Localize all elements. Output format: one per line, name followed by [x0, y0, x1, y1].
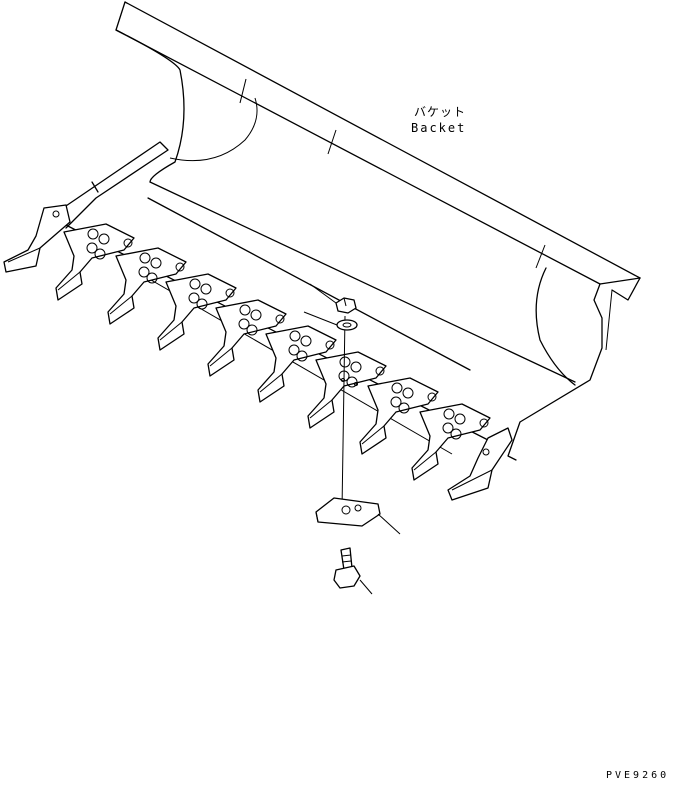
bucket-label-jp: バケット — [414, 105, 467, 119]
bucket-label-en: Backet — [411, 121, 467, 135]
drawing-reference-code: PVE9260 — [606, 770, 670, 781]
tooth-2 — [107, 247, 187, 325]
tooth-1 — [55, 223, 135, 301]
plate-part — [315, 497, 401, 535]
washer-part — [303, 311, 358, 331]
tooth-7 — [359, 377, 439, 455]
right-end-bit — [447, 277, 641, 501]
tooth-8 — [411, 403, 491, 481]
tooth-5 — [257, 325, 337, 403]
left-end-bit — [3, 141, 169, 273]
tooth-3 — [157, 273, 237, 351]
exploded-hardware — [303, 283, 401, 595]
tooth-4 — [207, 299, 287, 377]
nut-part — [309, 283, 357, 314]
bolt-part — [333, 547, 373, 595]
